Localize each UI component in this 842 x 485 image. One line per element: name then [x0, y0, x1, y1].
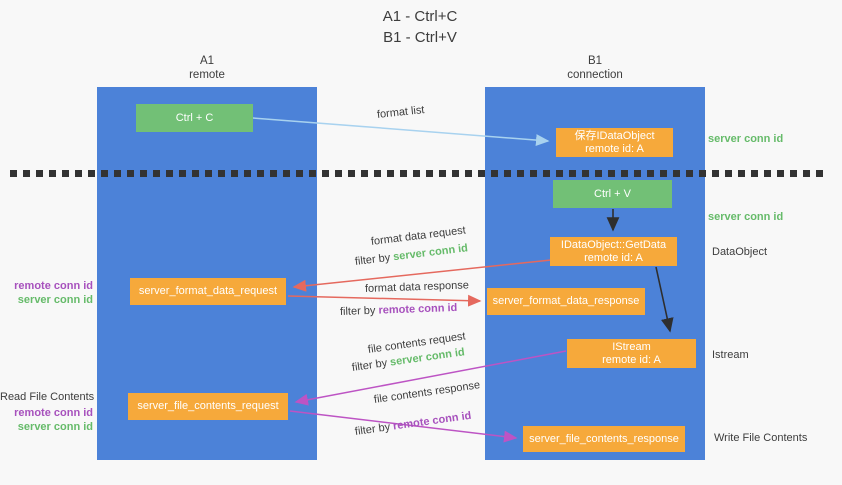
lane-a-title: A1: [199, 55, 215, 67]
node-server-file-contents-response: server_file_contents_response: [523, 426, 685, 452]
label-filter-by-remote-conn-id-1: filter by remote conn id: [340, 302, 458, 318]
node-format-response-label: server_format_data_response: [492, 295, 640, 307]
label-format-data-response: format data response: [364, 279, 470, 295]
node-ctrl-v-label: Ctrl + V: [594, 187, 631, 200]
node-file-request-label: server_file_contents_request: [137, 400, 279, 412]
filter-keyword-2: remote conn id: [378, 301, 458, 317]
node-file-response-label: server_file_contents_response: [529, 432, 679, 445]
annotation-server-conn-id-2: server conn id: [17, 421, 93, 433]
title-line-1: A1 - Ctrl+C: [382, 8, 458, 25]
lane-b-header: B1 connection: [485, 54, 705, 82]
node-ctrl-c-label: Ctrl + C: [175, 111, 214, 124]
lane-b-subtitle: connection: [567, 69, 623, 81]
node-save-idataobject-line2: remote id: A: [585, 142, 644, 155]
annotation-remote-conn-id-2: remote conn id: [14, 407, 93, 419]
label-filter-by-remote-conn-id-2: filter by remote conn id: [354, 410, 472, 438]
annotation-read-file-contents: Read File Contents: [0, 391, 95, 403]
diagram-title: A1 - Ctrl+C B1 - Ctrl+V: [330, 6, 510, 48]
node-getdata-line2: remote id: A: [584, 251, 643, 264]
lane-a-header: A1 remote: [97, 54, 317, 82]
filter-prefix-4: filter by: [354, 420, 394, 438]
node-save-idataobject-line1: 保存IDataObject: [574, 129, 655, 142]
node-format-request-label: server_format_data_request: [138, 285, 278, 297]
filter-keyword-1: server conn id: [392, 242, 469, 264]
annotation-server-conn-id-1: server conn id: [17, 294, 93, 306]
node-getdata-line1: IDataObject::GetData: [560, 238, 667, 251]
node-idataobject-getdata: IDataObject::GetData remote id: A: [550, 237, 677, 266]
filter-prefix-2: filter by: [339, 304, 379, 318]
filter-keyword-4: remote conn id: [392, 409, 473, 433]
label-format-list: format list: [376, 104, 426, 121]
label-file-contents-response: file contents response: [373, 379, 481, 406]
annotation-left-top-group: remote conn id server conn id: [0, 279, 93, 307]
annotation-dataobject: DataObject: [712, 246, 768, 258]
node-istream-line1: IStream: [612, 340, 651, 353]
annotation-istream: Istream: [712, 349, 749, 361]
node-istream: IStream remote id: A: [567, 339, 696, 368]
annotation-server-conn-id-top: server conn id: [708, 133, 784, 145]
annotation-server-conn-id-mid: server conn id: [708, 211, 784, 223]
annotation-remote-conn-id-1: remote conn id: [14, 280, 93, 292]
node-ctrl-v: Ctrl + V: [553, 180, 672, 208]
session-divider: [10, 170, 826, 177]
node-ctrl-c: Ctrl + C: [136, 104, 253, 132]
lane-b-title: B1: [587, 55, 603, 67]
filter-prefix-1: filter by: [354, 251, 394, 268]
node-server-format-data-request: server_format_data_request: [130, 278, 286, 305]
node-save-idataobject: 保存IDataObject remote id: A: [556, 128, 673, 157]
title-line-2: B1 - Ctrl+V: [383, 29, 457, 46]
lane-a-subtitle: remote: [189, 69, 225, 81]
node-server-file-contents-request: server_file_contents_request: [128, 393, 288, 420]
annotation-write-file-contents: Write File Contents: [714, 432, 808, 444]
node-istream-line2: remote id: A: [602, 353, 661, 366]
filter-prefix-3: filter by: [351, 356, 391, 374]
node-server-format-data-response: server_format_data_response: [487, 288, 645, 315]
annotation-left-bottom-group: remote conn id server conn id: [0, 406, 93, 434]
